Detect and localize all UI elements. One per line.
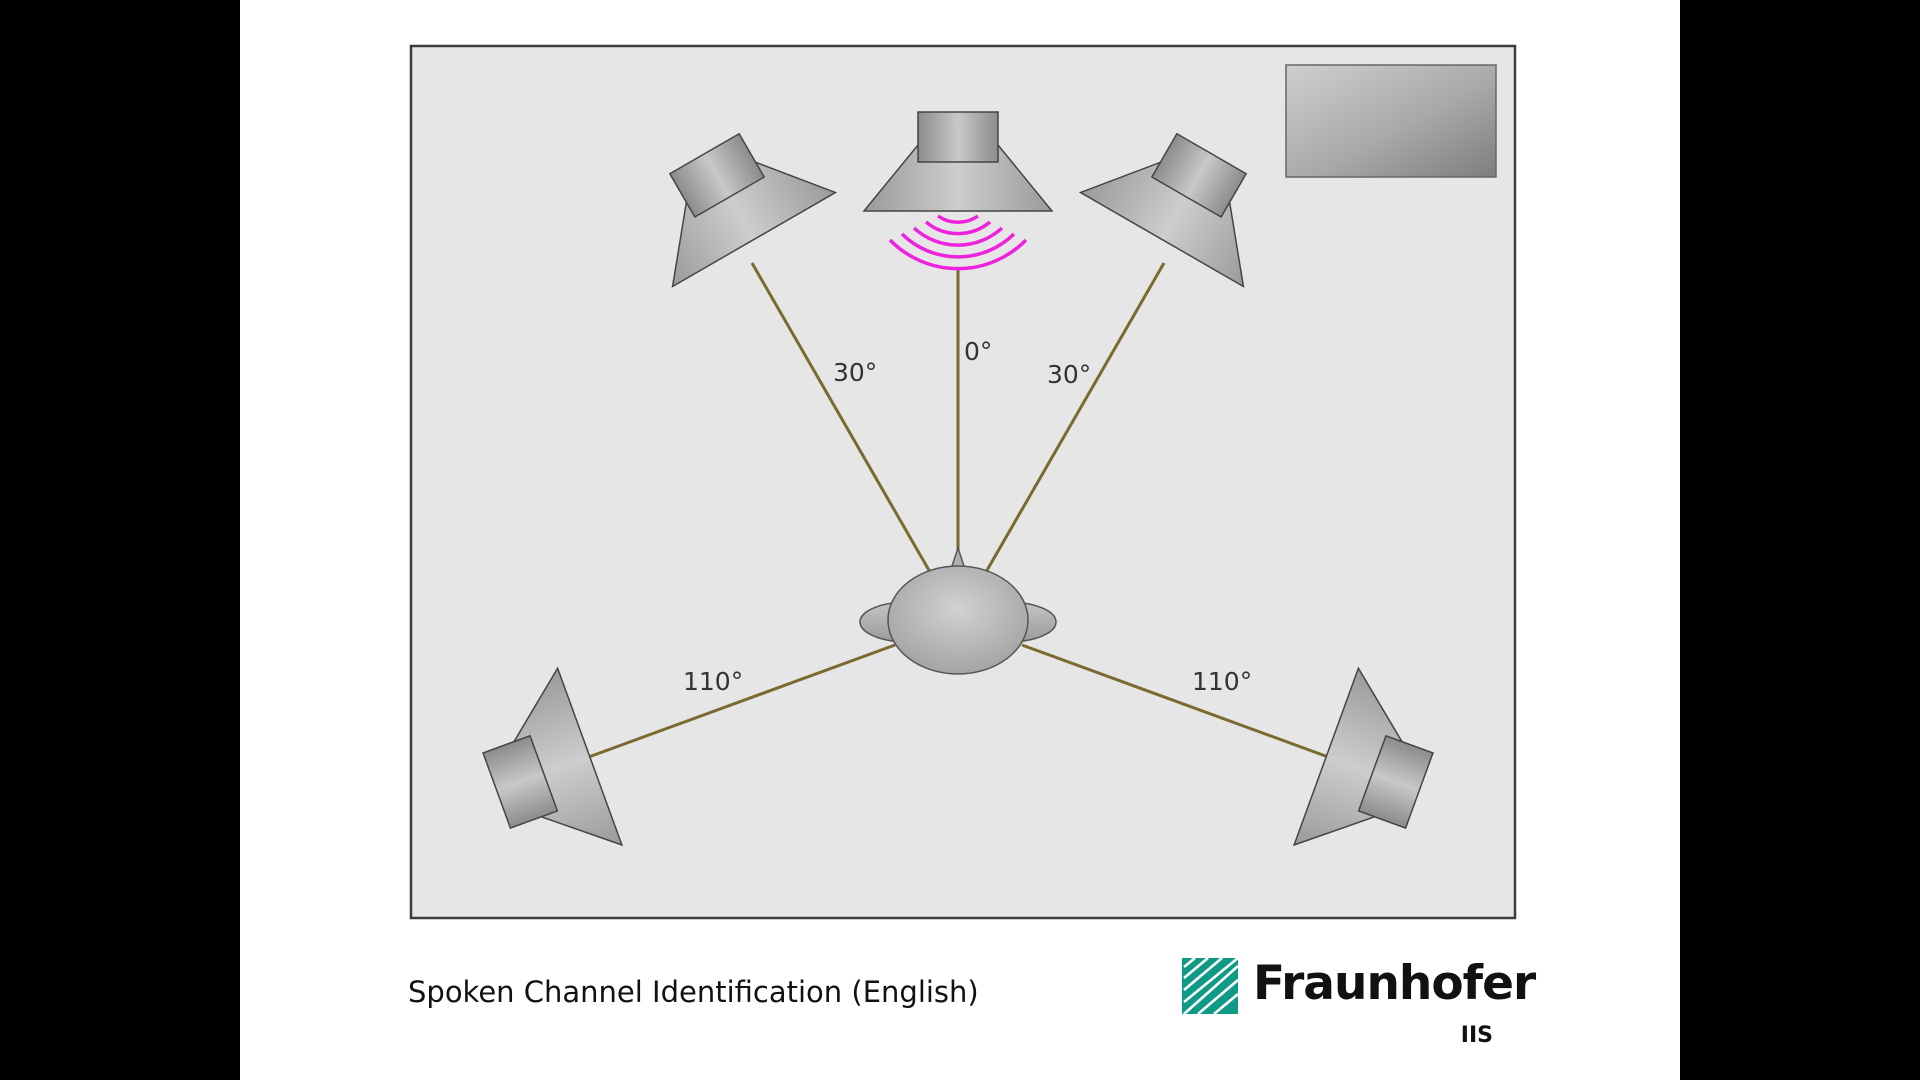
speaker-layout-diagram: 0° 30° 30° 110° 110°: [409, 44, 1517, 920]
sound-waves: [888, 214, 1028, 271]
speaker-surround-right: [1292, 666, 1434, 847]
angle-label-center: 0°: [964, 337, 992, 366]
speaker-direction-lines: [574, 262, 1343, 764]
fraunhofer-logo: Fraunhofer IIS: [1182, 956, 1536, 1056]
angle-label-surround-left: 110°: [683, 667, 743, 696]
line-front-right: [984, 262, 1166, 573]
speaker-front-right: [1078, 132, 1248, 288]
speaker-center: [862, 111, 1054, 212]
angle-label-front-left: 30°: [833, 358, 877, 387]
head: [887, 565, 1029, 675]
listener-head: [859, 545, 1057, 675]
line-surround-left: [574, 643, 896, 764]
angle-label-front-right: 30°: [1047, 360, 1091, 389]
slide: 0° 30° 30° 110° 110° Spoken Channel Iden…: [240, 0, 1680, 1080]
caption: Spoken Channel Identification (English): [408, 975, 979, 1009]
speaker-front-left: [668, 132, 838, 288]
fraunhofer-logo-icon: [1182, 958, 1238, 1014]
fraunhofer-institute-label: IIS: [1460, 1023, 1493, 1048]
line-surround-right: [1021, 643, 1343, 764]
display-screen: [1285, 64, 1497, 178]
fraunhofer-wordmark: Fraunhofer: [1253, 956, 1536, 1011]
angle-label-surround-right: 110°: [1192, 667, 1252, 696]
speaker-surround-left: [482, 666, 624, 847]
line-front-left: [750, 262, 932, 573]
